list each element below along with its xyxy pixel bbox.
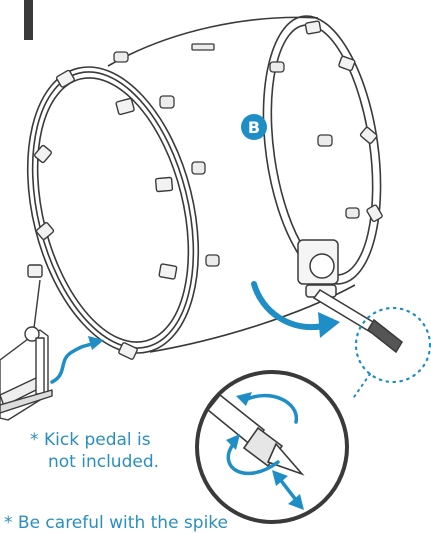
drum-front-hoop: [26, 66, 200, 354]
rotate-arrow-upper-head: [236, 392, 252, 406]
pedal-attach-arrow-head: [88, 336, 104, 350]
detail-callout-small: [354, 306, 431, 384]
adjust-arrow-head-top: [272, 470, 288, 486]
back-claw-hooks: [304, 20, 383, 223]
kick-pedal: [0, 279, 53, 421]
detail-spike-tip: [266, 442, 305, 476]
kick-pedal-beater-hub: [24, 326, 40, 342]
spike-holder: [297, 239, 403, 354]
shell-lugs: [113, 43, 360, 267]
callout-badge-letter: B: [248, 118, 260, 137]
adjust-double-arrow: [277, 476, 298, 502]
spike-swing-arrow-head: [318, 312, 340, 338]
note-line-2: not included.: [48, 452, 160, 472]
callout-badge-circle: [241, 114, 267, 140]
spike-leg-tip: [367, 318, 403, 354]
pedal-attach-arrow: [50, 342, 94, 384]
rotate-arrow-lower-head: [226, 434, 240, 450]
kick-pedal-beater-rod: [33, 279, 41, 329]
spike-holder-knob: [309, 253, 335, 279]
spike-swing-arrow: [251, 281, 327, 331]
rotate-arrow-upper: [243, 393, 298, 424]
adjust-arrow-head-bottom: [288, 494, 304, 510]
kick-pedal-base-plate: [0, 389, 53, 414]
spike-detail-magnified: [195, 370, 349, 524]
section-marker-bar: [24, 0, 33, 40]
callout-connector: [351, 373, 371, 401]
bass-drum: [26, 15, 382, 354]
callout-badge-b: B: [241, 114, 267, 140]
front-claw-hooks: [27, 69, 178, 360]
kick-pedal-note: *Kick pedal is not included.: [30, 429, 180, 473]
kick-pedal-post: [35, 337, 45, 395]
rotate-arrow-lower: [226, 444, 280, 476]
drum-back-hoop: [262, 15, 382, 285]
note-asterisk: *: [30, 430, 39, 450]
note-line-1: Kick pedal is: [44, 430, 151, 450]
spike-caution-note: * Be careful with the spike: [4, 513, 228, 533]
drum-shell-top-edge: [107, 16, 319, 67]
